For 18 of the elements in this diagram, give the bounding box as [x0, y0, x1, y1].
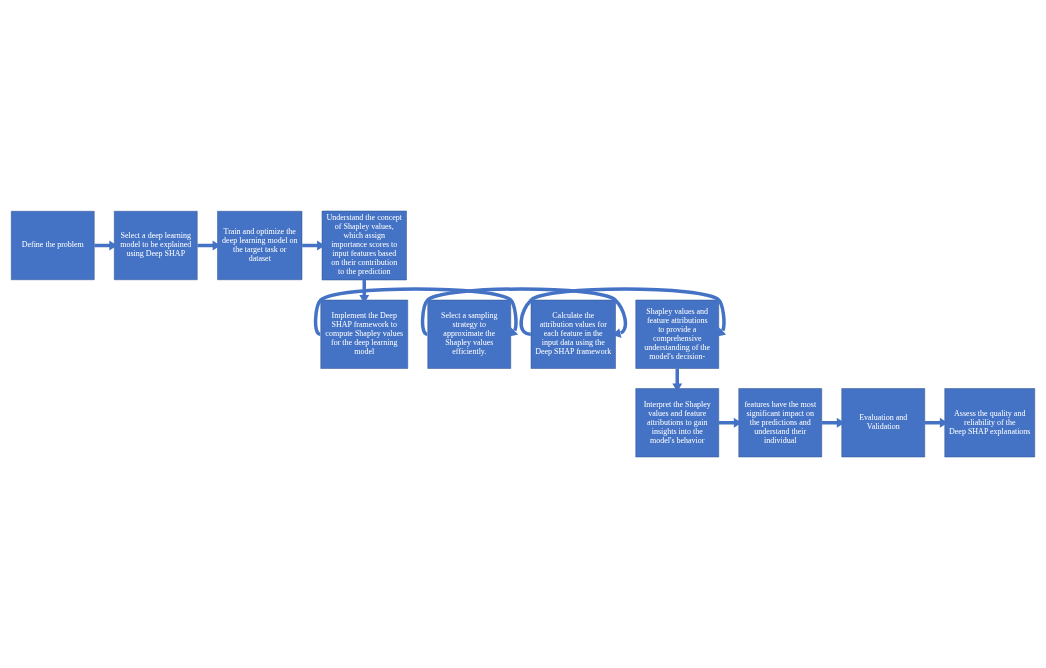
node-box: Implement the Deep SHAP framework to compute Shapley values for the deep learning model — [320, 299, 408, 369]
node-box: Shapley values and feature attributions to provide a comprehensive understanding of the model's decision- — [635, 299, 719, 369]
arrow — [821, 417, 845, 428]
node-box: Calculate the attribution values for each feature in the input data using the Deep SHAP framework — [530, 299, 616, 369]
node-box: Train and optimize the deep learning model on the target task or dataset — [217, 211, 303, 280]
arrow — [420, 287, 628, 338]
node-box: Select a sampling strategy to approximate the Shapley values efficiently. — [427, 299, 511, 369]
node-box: Understand the concept of Shapley values, which assign importance scores to input features based on their contribution to the prediction — [321, 210, 407, 281]
node-box: features have the most significant impact on the predictions and understand their individual — [738, 388, 822, 458]
arrow — [313, 287, 519, 337]
node-box: Define the problem — [11, 211, 95, 280]
node-box: Interpret the Shapley values and feature attributions to gain insights into the model's behavior — [635, 388, 719, 458]
node-box: Assess the quality and reliability of the Deep SHAP explanations — [944, 388, 1035, 458]
arrow — [718, 417, 742, 428]
arrow — [924, 417, 948, 428]
node-box: Select a deep learning model to be explained using Deep SHAP — [114, 211, 198, 280]
node-box: Evaluation and Validation — [841, 388, 925, 458]
arrow — [519, 287, 727, 337]
